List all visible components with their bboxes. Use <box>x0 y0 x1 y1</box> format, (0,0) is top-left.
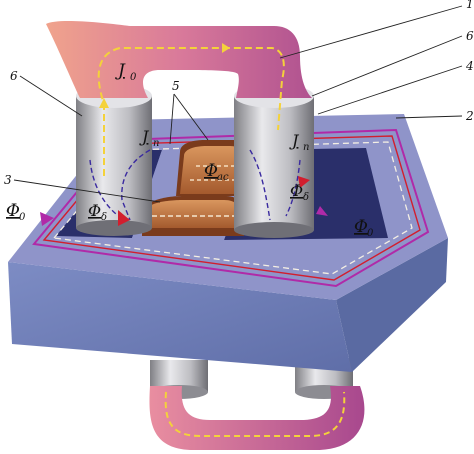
current-arrow-top <box>222 43 230 53</box>
bottom-current-path <box>164 391 346 437</box>
callout-5: 5 <box>172 79 180 93</box>
label-phi-delta-left: Φ δ <box>88 201 107 223</box>
label-phi-ac: Φ ac <box>204 161 229 183</box>
label-phi-ac-main: Φ <box>204 161 218 181</box>
jn-path-right <box>249 149 301 221</box>
core-front-face <box>8 262 352 372</box>
coil-front <box>142 196 244 236</box>
leader-lines <box>13 5 463 203</box>
label-jn-right-sub: n <box>303 142 309 153</box>
label-phi-delta-right-main: Φ <box>290 181 303 200</box>
coil-rear <box>176 140 250 196</box>
label-phi-delta-left-main: Φ <box>88 201 101 220</box>
label-jn-right-main: J <box>289 131 300 150</box>
label-phi0-left-main: Φ <box>6 201 20 221</box>
callout-3: 3 <box>4 173 12 187</box>
flux0-arrow-left <box>40 212 54 226</box>
label-j0-sub: 0 <box>130 72 137 83</box>
label-phi-ac-sub: ac <box>217 172 229 183</box>
current-arrow-left <box>99 98 109 108</box>
callout-2: 2 <box>465 109 474 123</box>
callout-6-right: 6 <box>466 29 474 43</box>
label-jn-left-main: J <box>139 127 150 146</box>
label-phi-delta-right-sub: δ <box>303 192 309 203</box>
label-phi0-left: Φ 0 <box>6 201 26 223</box>
cylinder-right <box>234 84 314 238</box>
label-phi0-left-sub: 0 <box>19 212 26 223</box>
top-conductor-loop <box>46 20 312 99</box>
top-current-path <box>97 47 285 176</box>
label-jn-left: J n <box>139 127 159 149</box>
callout-6-left: 6 <box>10 69 18 83</box>
label-phi-delta-left-sub: δ <box>101 212 107 223</box>
label-phi-delta-right: Φ δ <box>290 181 309 203</box>
label-j0-main: J <box>115 61 126 81</box>
callout-1: 1 <box>466 0 474 11</box>
bottom-conductor-loop <box>149 386 365 450</box>
label-phi0-right-sub: 0 <box>367 228 374 239</box>
callout-4: 4 <box>465 59 474 73</box>
label-jn-right: J n <box>289 131 309 153</box>
core-right-side <box>336 238 448 372</box>
label-jn-left-sub: n <box>153 138 159 149</box>
flux0-arrow-right <box>316 206 328 216</box>
label-phi0-right: Φ 0 <box>354 217 374 239</box>
flux-delta-arrow-right <box>298 176 310 188</box>
label-phi0-right-main: Φ <box>354 217 368 237</box>
jn-path-left <box>89 149 151 221</box>
label-j0: J 0 <box>115 61 137 83</box>
flux-delta-arrow-left <box>118 210 130 226</box>
